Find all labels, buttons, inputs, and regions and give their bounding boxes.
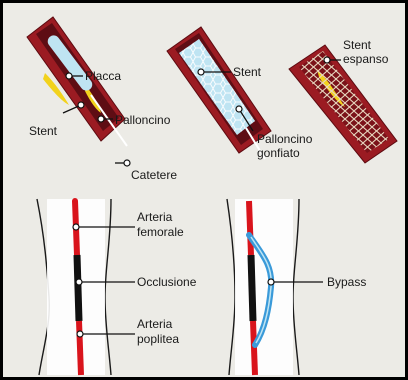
label-palloncino: Palloncino <box>115 113 171 127</box>
artery-occlusion <box>77 255 79 321</box>
label-occlusione: Occlusione <box>137 275 197 289</box>
leg-outline <box>293 199 299 375</box>
label-palloncino-gonfiato-1: Palloncino <box>257 132 313 146</box>
label-bypass: Bypass <box>327 275 366 289</box>
label-arteria-femorale-1: Arteria <box>137 210 173 224</box>
label-arteria-femorale-2: femorale <box>137 225 184 239</box>
label-stent-top: Stent <box>233 65 262 79</box>
label-placca: Placca <box>85 69 121 83</box>
vessel-balloon-inflated <box>167 27 271 159</box>
artery-occlusion <box>251 255 253 321</box>
label-stent-espanso-2: espanso <box>343 52 389 66</box>
leg-bypass <box>227 199 299 375</box>
label-arteria-poplitea-1: Arteria <box>137 317 173 331</box>
label-palloncino-gonfiato-2: gonfiato <box>257 146 300 160</box>
artery-popliteal <box>79 321 81 375</box>
leg-outline <box>227 199 235 375</box>
angioplasty-bypass-diagram: Placca Stent Palloncino Catetere Stent P… <box>3 3 405 377</box>
label-stent-espanso-1: Stent <box>343 38 372 52</box>
artery-femoral <box>249 201 251 255</box>
leg-outline <box>105 199 111 375</box>
label-arteria-poplitea-2: poplitea <box>137 332 179 346</box>
leg-fill <box>235 199 293 375</box>
label-catetere: Catetere <box>131 168 177 182</box>
label-stent: Stent <box>29 124 58 138</box>
artery-popliteal <box>253 321 255 375</box>
